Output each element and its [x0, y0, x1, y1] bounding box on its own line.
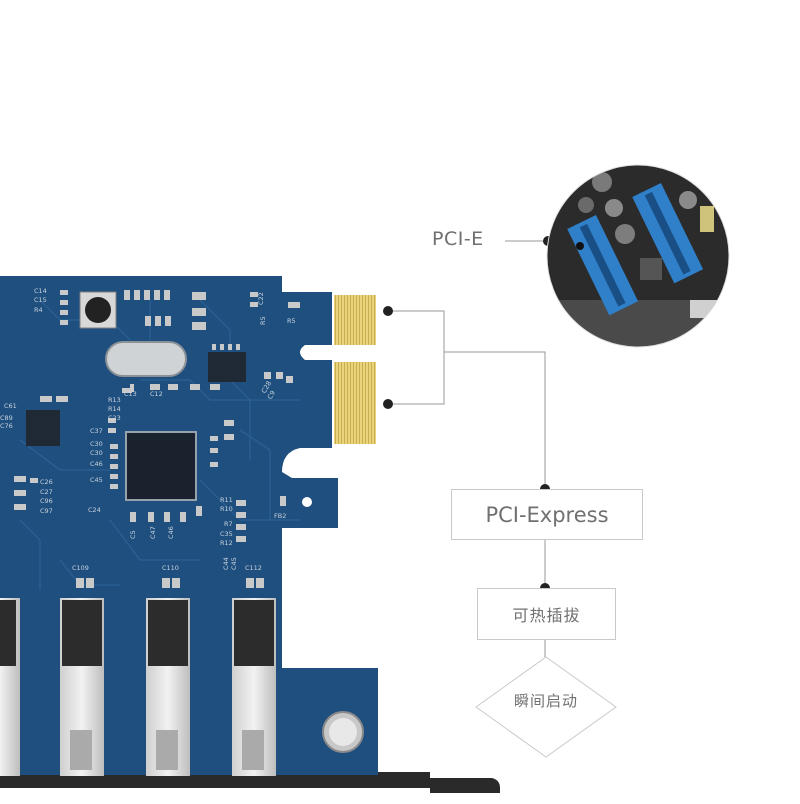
silk-label: C112	[245, 564, 262, 572]
silk-label: C46	[167, 526, 175, 539]
usb-port	[146, 598, 190, 776]
silk-label: R7	[224, 520, 233, 528]
pcb-components	[26, 291, 364, 753]
silk-label: C13	[124, 390, 137, 398]
usb-port	[232, 598, 276, 776]
smd-components	[14, 290, 300, 588]
silk-label: C76	[0, 422, 13, 430]
silk-label: C97	[40, 507, 53, 515]
pcie-slot	[567, 215, 639, 316]
silk-label: R5	[287, 317, 296, 325]
silk-label: C61	[4, 402, 17, 410]
inset-border	[546, 164, 730, 348]
usb-port	[0, 598, 20, 776]
pci-express-box: PCI-Express	[451, 489, 643, 540]
silk-label: C109	[72, 564, 89, 572]
silkscreen-labels: C14 C15 R4 C22 R5 R5 C13 C12 R13 R14 C23…	[0, 287, 296, 572]
silk-label: FB2	[274, 512, 286, 520]
silk-label: C44	[222, 557, 230, 570]
silk-label: R11	[220, 496, 233, 504]
silk-label: R12	[220, 539, 233, 547]
silk-label: C45	[90, 476, 103, 484]
silk-label: C45	[230, 557, 238, 570]
pcie-slot	[632, 183, 704, 284]
silk-label: R14	[108, 405, 121, 413]
silk-label: C110	[162, 564, 179, 572]
metal-bracket	[0, 772, 500, 793]
silk-label: C89	[0, 414, 13, 422]
silk-label: C15	[34, 296, 47, 304]
instant-start-label: 瞬间启动	[513, 692, 578, 710]
instant-start-diamond	[475, 656, 617, 758]
silk-label: C14	[34, 287, 47, 295]
silk-label: C35	[220, 530, 233, 538]
silk-label: C23	[108, 414, 121, 422]
motherboard-inset	[547, 165, 729, 347]
silk-label: C12	[150, 390, 163, 398]
usb-port	[60, 598, 104, 776]
silk-label: C22	[257, 292, 265, 305]
silk-label: C26	[40, 478, 53, 486]
silk-label: C27	[40, 488, 53, 496]
silk-label: R10	[220, 505, 233, 513]
pcie-callout-label: PCI-E	[432, 228, 484, 250]
silk-label: C24	[88, 506, 101, 514]
silk-label: C47	[149, 526, 157, 539]
gold-contacts	[334, 295, 376, 444]
silk-label: C37	[90, 427, 103, 435]
silk-label: R4	[34, 306, 43, 314]
silk-label: C5	[129, 530, 137, 539]
hot-plug-box: 可热插拔	[477, 588, 616, 640]
silk-label: C30	[90, 449, 103, 457]
silk-label: C96	[40, 497, 53, 505]
callout-lines	[388, 240, 548, 657]
silk-label: C9	[266, 389, 277, 401]
silk-label: C46	[90, 460, 103, 468]
silk-label: R5	[259, 316, 267, 325]
silk-label: C30	[90, 440, 103, 448]
silk-label: R13	[108, 396, 121, 404]
usb-ports	[0, 598, 276, 776]
